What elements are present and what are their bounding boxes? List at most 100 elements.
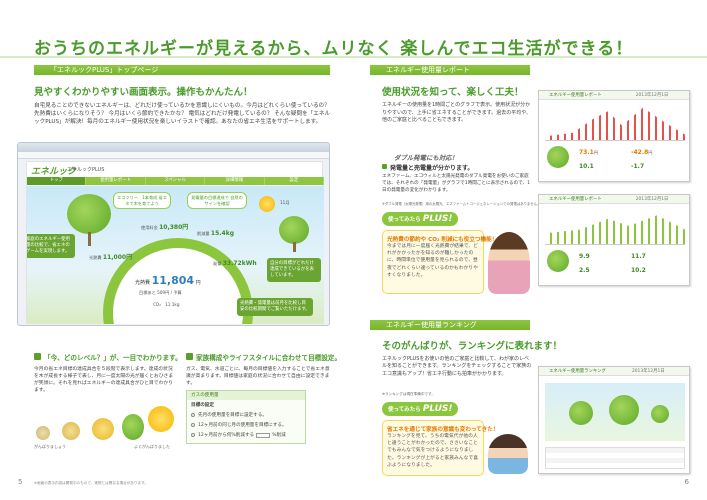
report-note: ※ダブル発電（太陽光発電）用の太陽光、エネファーム＋コージェネレーションでの発電… bbox=[382, 202, 541, 206]
shot2-date: 2013年12月1日 bbox=[635, 197, 669, 202]
shot1-bars bbox=[545, 107, 685, 140]
stat-top-right-label: 削減量 bbox=[197, 231, 210, 236]
footnote: ※画面の表示内容は開発中のもので、実際とは異なる場合があります。 bbox=[34, 481, 148, 485]
shot1-v3-value: 10.1 bbox=[579, 163, 594, 170]
option-last-month[interactable]: 先月の使用量を目標に設定する。 bbox=[187, 410, 305, 420]
woman-illustration bbox=[488, 232, 530, 294]
stat-mid-left-label: 光熱費 bbox=[89, 255, 102, 260]
shot1-v2-value: -42.8 bbox=[631, 149, 649, 156]
shot2-v3: 2.5 bbox=[579, 267, 590, 274]
shot2-v3-value: 2.5 bbox=[579, 267, 590, 274]
left-intro-text: 自宅見ることのできないエネルギーは、どれだけ使っているかを意識しにくいもの。今月… bbox=[34, 103, 331, 126]
col1-title: 「今、どのレベル？」が、一目でわかります。 bbox=[44, 354, 182, 362]
shot3-title: エネルギー使用量ランキング bbox=[549, 369, 606, 374]
stat-top-left: 使用料金 10,380円 bbox=[141, 222, 188, 231]
radio-icon[interactable] bbox=[191, 433, 195, 437]
page-headline: おうちのエネルギーが見えるから、ムリなく 楽しんでエコ生活ができる！ bbox=[34, 39, 634, 59]
ranking-tree-icon-3 bbox=[651, 405, 669, 423]
stat-top-left-label: 使用料金 bbox=[141, 225, 158, 230]
nav-tab-special[interactable]: スペシャル bbox=[146, 177, 206, 185]
panel-title: ガスの使用量 bbox=[187, 391, 305, 400]
sun-icon bbox=[259, 196, 275, 212]
stat-top-right: 削減量 15.4kg bbox=[197, 230, 234, 237]
report-text: エネルギーの使用量を1時間ごとのグラフで表示。使用状況が分かりやすいので、上手に… bbox=[382, 102, 532, 124]
stat-top-right-value: 15.4kg bbox=[210, 230, 235, 237]
tree-right-trunk bbox=[293, 242, 296, 252]
feature-box-1-title: 光熱費の節約や CO₂ 削減にも役立つ機能！ bbox=[387, 237, 498, 243]
shot1-v1: 73.1円 bbox=[579, 149, 598, 156]
feature-box-1-text: 今までは月に一度届く光熱費が結果で、どれがかかったかを知るのが難しかったのに、時… bbox=[387, 244, 478, 278]
center-readout: 光熱費 11,804 円 bbox=[135, 274, 201, 287]
bubble-left: エコツリー 1本育成 省エネで木を育てよう bbox=[113, 192, 171, 209]
shot1-u2: 円 bbox=[648, 150, 653, 155]
center-unit: 円 bbox=[195, 280, 201, 286]
option-percent-label: 12ヶ月前から何%削減する bbox=[198, 433, 255, 438]
plus-label-2: PLUS! bbox=[422, 404, 453, 414]
nav-tab-top[interactable]: トップ bbox=[27, 177, 87, 185]
nav-tab-settings[interactable]: 設定 bbox=[265, 177, 325, 185]
stat-top-left-value: 10,380円 bbox=[159, 224, 189, 231]
shot2-v2: 11.7 bbox=[631, 253, 646, 260]
feature-box-2-text: ランキングを見て、うちの電気代が他の人と違うことがわかったので、ささいなことでも… bbox=[387, 434, 478, 468]
co2-readout: CO₂ 11.1kg bbox=[153, 302, 180, 307]
ranking-tree-icon bbox=[569, 401, 593, 425]
shot1-u1: 円 bbox=[593, 150, 599, 155]
bubble-right: 発電量の目標達成で 自然のサインを確認 bbox=[187, 192, 247, 209]
ranking-table bbox=[545, 447, 685, 469]
shot1-tree-icon bbox=[547, 146, 569, 168]
level-4-icon bbox=[122, 414, 144, 440]
col2-text: ガス、電気、水道ごとに、毎月の目標値を入力することで省エネ意識が高まります。目標… bbox=[186, 367, 330, 386]
section-bar-report: エネルギー使用量レポート bbox=[370, 65, 530, 75]
shot1-v3: 10.1 bbox=[579, 163, 594, 170]
shot3-date: 2013年12月1日 bbox=[631, 369, 665, 374]
page-number-left: 5 bbox=[18, 478, 23, 486]
shot2-v2-value: 11.7 bbox=[631, 253, 646, 260]
check-icon-3 bbox=[382, 164, 387, 169]
option-last-month-label: 先月の使用量を目標に設定する。 bbox=[198, 413, 267, 418]
level-5-icon bbox=[148, 406, 174, 432]
tried-label: 使ってみたら bbox=[388, 217, 421, 223]
center-label: 光熱費 bbox=[135, 280, 151, 286]
plus-label: PLUS! bbox=[422, 214, 453, 224]
family-illustration bbox=[488, 434, 528, 474]
callout-left: 家庭のエネルギー使用量の比較で、省エネのゲームを実現します。 bbox=[27, 234, 75, 258]
shot2-v1: 9.9 bbox=[579, 253, 590, 260]
section-bar-ranking: エネルギー使用量ランキング bbox=[370, 320, 530, 330]
nav-tab-report[interactable]: 使用量レポート bbox=[86, 177, 146, 185]
nav-tab-detail[interactable]: 詳細情報 bbox=[205, 177, 265, 185]
ranking-screenshot: エネルギー使用量ランキング 2013年12月1日 bbox=[538, 366, 690, 474]
center-sub: 目標あと 509円 / 予算 bbox=[139, 290, 182, 295]
shot1-v1-value: 73.1 bbox=[579, 149, 594, 156]
percent-input[interactable] bbox=[256, 432, 271, 438]
feature-box-2: 省エネを通じて家族の意識も変わってきた！ ランキングを見て、うちの電気代が他の人… bbox=[382, 420, 499, 476]
radio-icon[interactable] bbox=[191, 413, 195, 417]
radio-icon[interactable] bbox=[191, 423, 195, 427]
shot2-chart bbox=[545, 209, 685, 245]
tree-icon bbox=[67, 194, 111, 234]
site-brand: エネルックPLUS bbox=[67, 167, 105, 173]
stat-mid-left: 光熱費 11,000円 bbox=[89, 252, 132, 261]
ranking-note: ※ランキングは現在準備中です。 bbox=[382, 392, 435, 396]
shot2-tree-icon bbox=[547, 250, 569, 272]
shot2-v1-value: 9.9 bbox=[579, 253, 590, 260]
stat-mid-left-value: 11,000円 bbox=[102, 254, 133, 261]
option-same-month[interactable]: 12ヶ月前の同じ月の使用量を目標にする。 bbox=[187, 420, 305, 430]
stat-mid-right: 発電 33.72kWh bbox=[213, 260, 257, 267]
center-value: 11,804 bbox=[151, 274, 195, 287]
shot2-title: エネルギー使用量レポート bbox=[549, 197, 602, 202]
panel-subtitle: 目標の設定 bbox=[191, 403, 214, 408]
feature-box-2-title: 省エネを通じて家族の意識も変わってきた！ bbox=[387, 427, 499, 433]
tried-label-2: 使ってみたら bbox=[388, 407, 421, 413]
report-sub-text: エネファーム、エコウィルと太陽光発電のダブル発電をお使いのご家庭では、それぞれの… bbox=[382, 174, 531, 193]
double-power-label: ダブル発電にも対応！ bbox=[394, 154, 458, 162]
shot1-v2: -42.8円 bbox=[631, 149, 653, 156]
callout-right: 自分の目標がどれだけ達成できているかを表しています。 bbox=[267, 258, 321, 282]
col2-title: 家族構成やライフスタイルに合わせて目標設定。 bbox=[196, 354, 342, 362]
option-percent[interactable]: 12ヶ月前から何%削減する%削減 bbox=[187, 430, 305, 440]
stat-mid-right-label: 発電 bbox=[213, 261, 222, 266]
report-sub-title: 発電量と売電量が分かります。 bbox=[390, 165, 474, 172]
left-section-title: 見やすくわかりやすい画面表示。操作もかんたん！ bbox=[34, 87, 253, 98]
